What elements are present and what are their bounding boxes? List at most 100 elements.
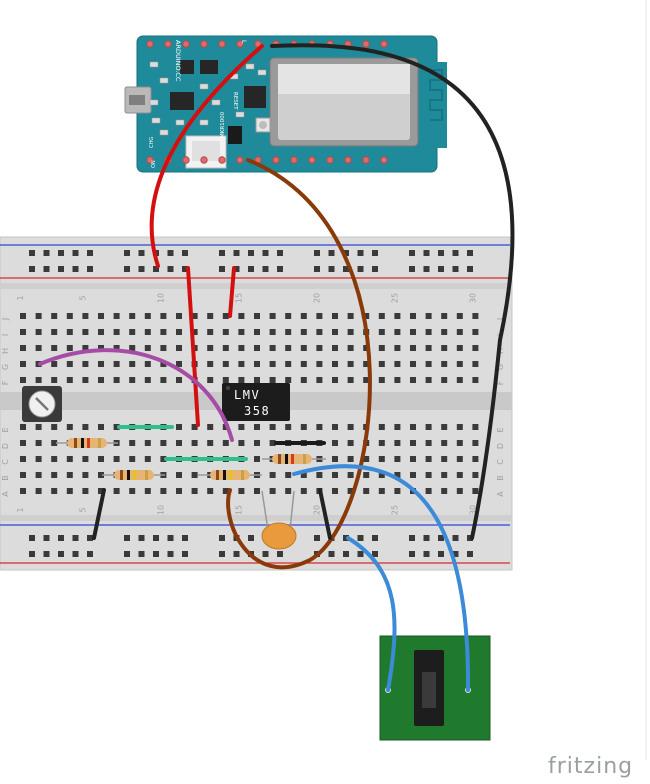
breadboard-hole: [20, 472, 26, 478]
row-label: C: [496, 459, 505, 465]
breadboard-hole: [51, 345, 58, 351]
board-smd-part: [159, 129, 169, 136]
breadboard-hole: [332, 329, 338, 335]
breadboard-hole: [472, 329, 479, 335]
breadboard-hole: [410, 472, 416, 478]
breadboard-hole: [51, 377, 58, 383]
wire-purple: [38, 348, 234, 442]
rail-hole: [438, 266, 444, 272]
breadboard-hole: [98, 472, 104, 478]
breadboard-hole: [441, 345, 448, 351]
breadboard-hole: [51, 488, 58, 494]
board-smd-part: [151, 117, 161, 124]
breadboard-hole: [191, 313, 198, 319]
breadboard-hole: [300, 329, 307, 335]
breadboard-hole: [129, 329, 136, 335]
rail-hole: [182, 250, 188, 256]
rail-hole: [153, 535, 159, 541]
breadboard-hole: [113, 361, 120, 367]
rail-hole: [357, 250, 364, 256]
breadboard-hole: [35, 345, 42, 351]
breadboard-hole: [425, 313, 432, 319]
breadboard-hole: [207, 440, 214, 446]
breadboard-hole: [425, 329, 432, 335]
breadboard-hole: [347, 345, 354, 351]
breadboard-hole: [316, 345, 323, 351]
rail-hole: [262, 266, 269, 272]
breadboard-hole: [207, 361, 214, 367]
column-label: 30: [468, 293, 477, 303]
wire-black-short-2: [318, 488, 332, 540]
row-label: G: [496, 364, 505, 370]
rail-hole: [262, 250, 269, 256]
rail-hole: [314, 535, 320, 541]
breadboard-hole: [425, 361, 432, 367]
board-smd-part: [199, 119, 209, 126]
wire-blue-right: [292, 464, 471, 692]
breadboard-hole: [332, 424, 338, 430]
breadboard-hole: [378, 345, 385, 351]
breadboard-hole: [222, 440, 229, 446]
breadboard-hole: [191, 329, 198, 335]
wire-red-vcc: [149, 44, 264, 268]
rail-hole: [409, 266, 415, 272]
board-header-pin: [182, 156, 190, 164]
breadboard-hole: [176, 329, 182, 335]
breadboard-hole: [378, 472, 385, 478]
breadboard-hole: [35, 313, 42, 319]
breadboard-hole: [35, 329, 42, 335]
breadboard-hole: [378, 440, 385, 446]
rail-hole: [124, 551, 130, 557]
breadboard-hole: [285, 313, 292, 319]
breadboard-hole: [441, 440, 448, 446]
breadboard-hole: [66, 488, 73, 494]
breadboard-hole: [176, 488, 182, 494]
board-header-pin: [146, 156, 154, 164]
breadboard-hole: [176, 377, 182, 383]
trimmer-potentiometer: [22, 386, 62, 422]
rail-hole: [138, 250, 145, 256]
breadboard-hole: [300, 361, 307, 367]
breadboard-hole: [441, 377, 448, 383]
rail-hole: [72, 551, 79, 557]
reset-button-cap[interactable]: [259, 121, 267, 129]
breadboard-hole: [285, 345, 292, 351]
rail-hole: [343, 250, 349, 256]
breadboard-hole: [394, 440, 401, 446]
rail-hole: [58, 551, 64, 557]
breadboard-hole: [425, 456, 432, 462]
board-header-pin: [182, 40, 190, 48]
board-side-label: MKR1000: [220, 111, 226, 138]
rail-hole: [372, 535, 378, 541]
breadboard-hole: [144, 440, 151, 446]
board-chip-misc: [180, 60, 194, 74]
breadboard-hole: [66, 472, 73, 478]
rail-hole: [357, 551, 364, 557]
board-smd-part: [257, 69, 267, 76]
rail-hole: [314, 250, 320, 256]
rail-hole: [357, 535, 364, 541]
rail-hole: [467, 551, 473, 557]
breadboard-hole: [285, 361, 292, 367]
rail-gap-bottom: [0, 515, 512, 521]
breadboard-hole: [222, 377, 229, 383]
breadboard-hole: [394, 424, 401, 430]
breadboard-hole: [98, 361, 104, 367]
resistor-2: [102, 470, 165, 480]
potentiometer-slot: [35, 397, 49, 411]
breadboard-hole: [254, 329, 260, 335]
battery-connector-inner: [192, 141, 220, 161]
breadboard-hole: [66, 424, 73, 430]
board-brand: ARDUINO.CC: [174, 40, 182, 82]
breadboard-hole: [394, 377, 401, 383]
board-smd-part: [235, 111, 245, 118]
rail-hole: [29, 551, 35, 557]
breadboard-hole: [456, 329, 463, 335]
board-smd-parts: [149, 61, 267, 136]
rail-hole: [248, 266, 254, 272]
board-chip-led: [200, 60, 218, 74]
board-smd-part: [199, 83, 209, 90]
column-label: 20: [312, 293, 321, 303]
rail-hole: [182, 551, 188, 557]
